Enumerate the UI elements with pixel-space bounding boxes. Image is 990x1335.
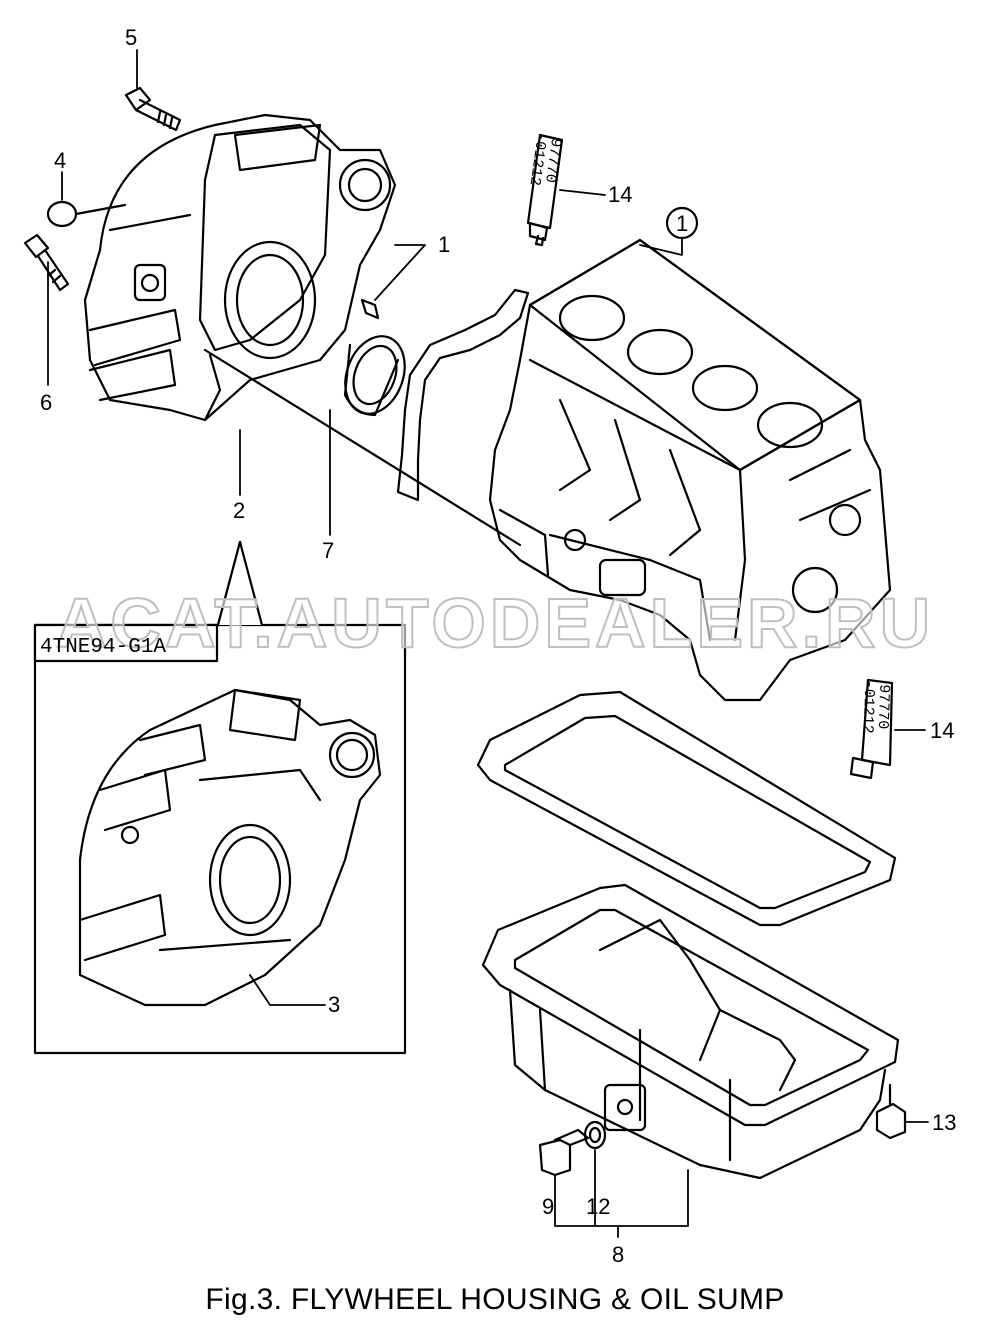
leader-lines [47, 49, 929, 1238]
callout-1: 1 [438, 232, 450, 257]
plug-4 [46, 200, 127, 228]
flywheel-housing-top [83, 113, 397, 422]
oil-sump [481, 883, 900, 1180]
callout-7: 7 [322, 538, 334, 563]
tube-code-line2-b: -01212 [859, 679, 878, 734]
tube-code-line1: 97770 [541, 137, 564, 184]
bolt-13 [875, 1083, 907, 1140]
callout-5: 5 [125, 25, 137, 50]
bolt-5 [124, 86, 182, 132]
tube-label-bottom: 97770 -01212 [859, 679, 893, 734]
front-plate-gasket [396, 288, 530, 502]
bolt-6 [23, 233, 70, 292]
figure-caption: Fig.3. FLYWHEEL HOUSING & OIL SUMP [205, 1283, 785, 1316]
leader-housing-block [203, 348, 522, 547]
callout-12: 12 [586, 1194, 610, 1219]
callout-6: 6 [40, 390, 52, 415]
oil-seal-7 [343, 335, 406, 417]
variant-inset [33, 540, 407, 1055]
callout-14-bottom: 14 [930, 718, 954, 743]
tube-label-top: 97770 -01212 [526, 131, 565, 187]
circled-callout-marker [665, 206, 699, 240]
oil-sump-gasket [476, 690, 897, 927]
callout-14-top: 14 [608, 182, 632, 207]
callout-2: 2 [233, 498, 245, 523]
dowel-pin-1 [360, 298, 380, 320]
flywheel-housing-alt [78, 688, 382, 1007]
washer-12 [583, 1120, 607, 1150]
sealant-tube-top [526, 133, 564, 247]
callout-13: 13 [932, 1110, 956, 1135]
circled-callout-1: 1 [676, 211, 688, 236]
callout-4: 4 [54, 148, 66, 173]
drain-plug-9 [538, 1128, 590, 1177]
variant-label: 4TNE94-G1A [40, 636, 167, 659]
callout-9: 9 [542, 1194, 554, 1219]
callout-8: 8 [612, 1242, 624, 1267]
tube-code-line1-b: 97770 [874, 684, 893, 730]
watermark: ACAT.AUTODEALER.RU [55, 583, 935, 663]
callout-3: 3 [328, 992, 340, 1017]
cylinder-block [488, 238, 892, 702]
sealant-tube-bottom [849, 678, 894, 780]
